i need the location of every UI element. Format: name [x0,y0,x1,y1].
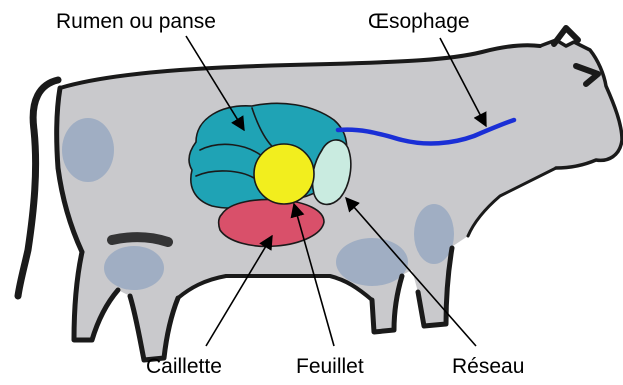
label-reticulum: Réseau [452,355,524,378]
wash-hind-leg [104,246,164,290]
wash-hind [62,118,114,182]
label-oesophagus: Œsophage [368,10,470,33]
label-omasum: Feuillet [296,355,364,378]
wash-belly [336,238,408,286]
wash-front-leg [414,204,454,264]
tail [18,80,58,296]
cow-body [57,40,622,360]
udder-shadow [112,237,168,242]
label-abomasum: Caillette [146,355,222,378]
belly-line [178,276,372,300]
omasum [254,144,314,204]
label-rumen: Rumen ou panse [56,10,216,33]
